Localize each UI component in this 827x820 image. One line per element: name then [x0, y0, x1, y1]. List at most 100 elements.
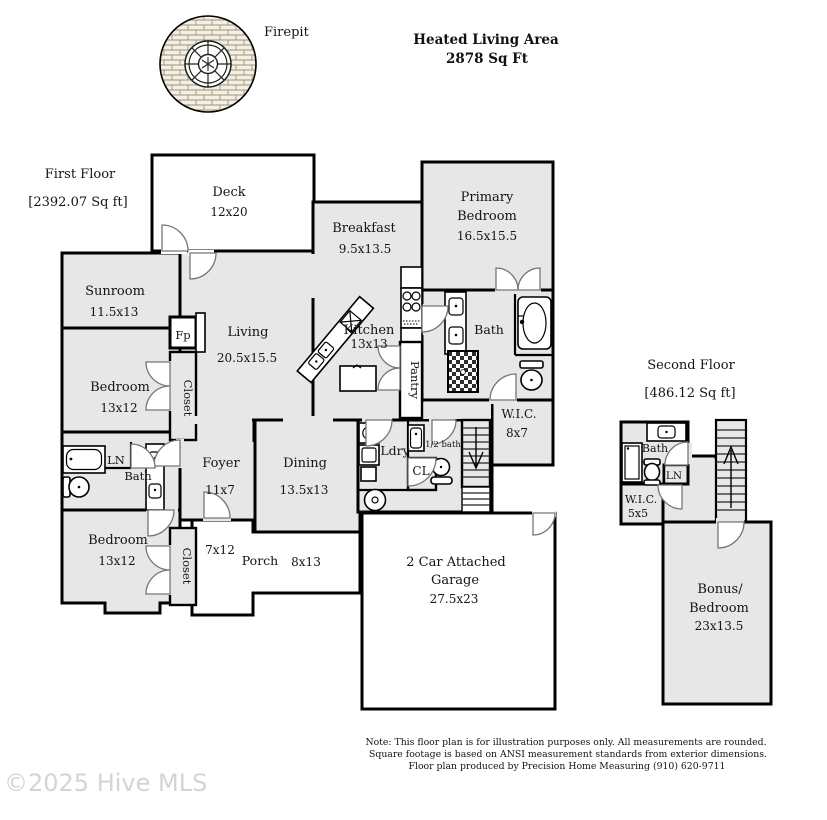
sink	[448, 326, 464, 345]
second-floor-plan	[619, 418, 773, 706]
door-arc	[203, 491, 231, 519]
room-primary-name2: Bedroom	[457, 209, 517, 224]
firepit	[159, 15, 257, 113]
room-half-bath-name: 1/2 bath	[425, 440, 461, 450]
door-arc	[145, 385, 171, 411]
kitchen-cabinet	[400, 266, 423, 289]
door-arc	[421, 305, 449, 333]
shower-drain	[460, 369, 466, 375]
room-primary-dims: 16.5x15.5	[457, 229, 517, 243]
room-porch-name: Porch	[242, 553, 278, 568]
closet-lower-label: Closet	[180, 548, 194, 585]
sink	[448, 297, 464, 316]
watermark: ©2025 Hive MLS	[4, 769, 207, 797]
door-arc	[130, 443, 156, 469]
room-dining-dims: 13.5x13	[280, 483, 329, 497]
fireplace-hearth	[195, 312, 206, 353]
room-bedroom-upper-name: Bedroom	[90, 380, 150, 395]
door-arc	[431, 419, 457, 445]
toilet	[62, 476, 90, 498]
door-arc	[489, 373, 517, 401]
room-bonus-name1: Bonus/	[697, 582, 743, 597]
room-bonus-name2: Bedroom	[689, 601, 749, 616]
room-garage	[360, 511, 557, 711]
room-bedroom-lower-dims: 13x12	[98, 554, 135, 568]
room-porch-dims: 8x13	[291, 555, 321, 569]
room-breakfast-dims: 9.5x13.5	[339, 242, 392, 256]
room-primary-name1: Primary	[461, 190, 514, 205]
door-arc	[365, 419, 393, 447]
room-living-dims: 20.5x15.5	[217, 351, 277, 365]
bathtub	[517, 296, 552, 350]
fireplace-label: Fp	[175, 328, 190, 342]
room-wic-first	[490, 398, 555, 467]
room-foyer-dims: 11x7	[205, 483, 235, 497]
room-bedroom-lower-name: Bedroom	[88, 533, 148, 548]
primary-bath-fixtures	[444, 291, 552, 393]
stairs-first-floor	[460, 418, 492, 513]
plan-title-line1: Heated Living Area	[413, 32, 559, 48]
sink	[407, 424, 425, 452]
door-arc	[717, 521, 745, 549]
room-bonus-dims: 23x13.5	[695, 619, 744, 633]
kitchen-island	[296, 295, 375, 384]
door-arc	[517, 267, 541, 291]
dishwasher	[339, 309, 363, 333]
note-line3: Floor plan produced by Precision Home Me…	[409, 761, 726, 772]
room-laundry-name: Ldry	[380, 443, 410, 458]
room-closet-hall-name: CL	[412, 464, 429, 478]
shower	[621, 442, 643, 483]
half-bath-fixtures	[407, 424, 453, 485]
door-arc	[377, 367, 401, 391]
porch-dims-side: 7x12	[205, 543, 235, 557]
second-floor-label: Second Floor	[647, 358, 735, 373]
room-closet-lower	[168, 526, 198, 607]
door-arc	[664, 441, 689, 466]
door-arc	[657, 484, 683, 510]
sink	[657, 425, 676, 439]
linen-second-label: LN	[666, 470, 682, 482]
linen-left-label: LN	[107, 453, 125, 467]
room-kitchen-name: Kitchen	[344, 323, 395, 338]
room-sunroom	[60, 251, 182, 330]
room-dining-name: Dining	[283, 456, 327, 471]
first-floor-sqft: [2392.07 Sq ft]	[28, 195, 127, 210]
door-arc	[532, 512, 556, 536]
room-foyer-name: Foyer	[202, 456, 240, 471]
firepit-label: Firepit	[264, 25, 310, 40]
first-floor-label: First Floor	[45, 167, 116, 182]
note-line1: Note: This floor plan is for illustratio…	[365, 737, 766, 748]
room-porch	[190, 516, 362, 617]
room-garage-name2: Garage	[431, 573, 479, 588]
second-floor-sqft: [486.12 Sq ft]	[644, 386, 735, 401]
bathtub	[62, 445, 106, 474]
room-primary-bath-name: Bath	[474, 322, 504, 337]
room-closet-upper	[168, 350, 198, 442]
note-line2: Square footage is based on ANSI measurem…	[369, 749, 767, 760]
wall-segment	[513, 290, 553, 357]
hall-floor	[423, 402, 491, 419]
door-arc	[407, 457, 437, 487]
second-bath-fixtures	[621, 422, 687, 486]
door-arc	[189, 252, 217, 280]
doors	[130, 224, 745, 595]
toilet	[519, 360, 544, 391]
room-primary-bedroom	[420, 160, 555, 292]
door-arc	[145, 569, 171, 595]
door-arc	[161, 224, 189, 252]
room-garage-dims: 27.5x23	[430, 592, 479, 606]
room-sunroom-dims: 11.5x13	[90, 305, 139, 319]
room-bonus	[661, 520, 773, 706]
room-kitchen-dims: 13x13	[350, 337, 387, 351]
fireplace-niche	[168, 315, 198, 350]
room-wic-first-dims: 8x7	[506, 426, 528, 440]
stove	[400, 287, 423, 329]
stairs-down-arrow	[468, 427, 484, 470]
room-breakfast-name: Breakfast	[332, 221, 396, 236]
room-deck-dims: 12x20	[210, 205, 247, 219]
pantry-label: Pantry	[408, 361, 422, 400]
room-wic-second-name: W.I.C.	[625, 493, 657, 506]
toilet	[430, 457, 453, 485]
